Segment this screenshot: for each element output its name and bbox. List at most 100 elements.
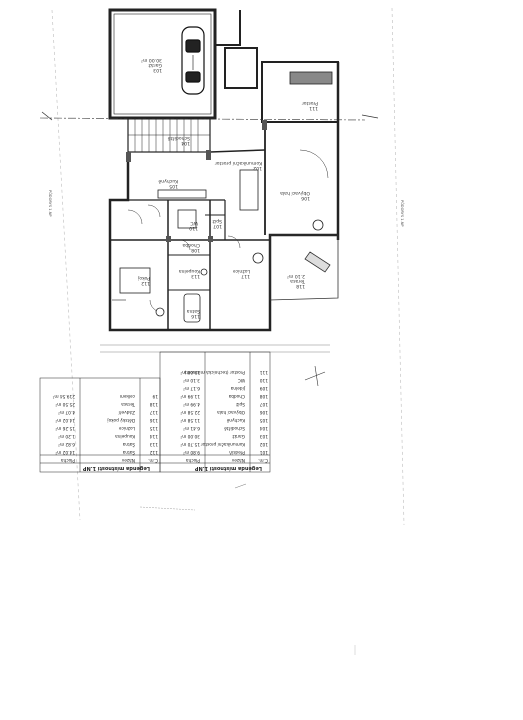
legend-table-1-cell-name: Obývací hala xyxy=(217,409,245,414)
room-area: 2.10 m² xyxy=(286,273,305,278)
room-number: 102 xyxy=(253,165,262,170)
legend-table-1-title: Legenda místností 1.NP xyxy=(194,465,262,471)
legend-table-2-cell-num: 117 xyxy=(149,409,158,414)
room-name: Garáž xyxy=(148,62,163,67)
room-name: Terasa xyxy=(290,278,305,283)
legend-table-2-header-name: Název xyxy=(121,457,135,462)
legend-table-1-cell-name: Schodiště xyxy=(224,425,245,430)
legend-table-1-cell-name: Jídelna xyxy=(230,385,245,390)
legend-table-1-cell-area: 11.99 m² xyxy=(180,393,200,398)
legend-table-2-header-num: Č.m. xyxy=(148,457,158,462)
legend-table-2-cell-num: 115 xyxy=(149,425,158,430)
room-name: WC xyxy=(190,220,198,225)
legend-table-1-cell-area: 4.99 m² xyxy=(183,401,200,406)
legend-table-2-cell-area: 25.50 m² xyxy=(55,401,75,406)
legend-table-2-cell-name: Šatna xyxy=(122,449,135,454)
room-number: 105 xyxy=(169,183,178,188)
legend-table-2-cell-num: 114 xyxy=(149,433,158,438)
legend-table-1-cell-area: 11.58 m² xyxy=(180,417,200,422)
legend-table-2-title: Legenda místností 1.NP xyxy=(82,465,150,471)
legend-table-2-cell-num: 118 xyxy=(149,401,158,406)
legend-table-2-cell-area: 14.02 m² xyxy=(55,417,75,422)
legend-table-1-cell-num: 110 xyxy=(259,377,268,382)
legend-table-1-header-name: Název xyxy=(231,457,245,462)
legend-table-1-cell-num: 109 xyxy=(259,385,268,390)
compass-icon xyxy=(304,365,326,387)
terrace xyxy=(269,234,339,301)
staircase xyxy=(127,117,211,153)
room-name: Šatna xyxy=(186,308,200,313)
car-icon xyxy=(181,26,205,95)
legend-table-2-cell-name: Zádveří xyxy=(118,409,135,414)
room-label-terrace: 118 Terasa 2.10 m² xyxy=(287,273,305,288)
room-number: 107 xyxy=(213,223,222,228)
legend-table-2-header-area: Plocha xyxy=(60,457,75,462)
legend-table-1-cell-name: Komunikační prostor xyxy=(200,441,245,446)
room-label-pantry: 107 Spíž xyxy=(212,218,222,228)
room-label-storage: 111 Prostor xyxy=(302,100,318,110)
room-name: Kuchyně xyxy=(158,178,178,183)
room-number: 104 xyxy=(181,140,190,145)
room-label-bedroom: 117 Ložnice xyxy=(233,268,250,278)
legend-table-1-cell-area: 9.80 m² xyxy=(183,449,200,454)
legend-table-1-cell-num: 101 xyxy=(259,449,268,454)
room-name: Pokoj xyxy=(138,275,150,280)
room-number: 118 xyxy=(296,283,305,288)
room-name: Spíž xyxy=(212,218,222,223)
legend-table-1-cell-area: 15.70 m² xyxy=(180,441,200,446)
legend-table-1-cell-area: 3.10 m² xyxy=(183,377,200,382)
room-label-room: 112 Pokoj xyxy=(138,275,150,285)
legend-table-1-cell-area: 13.00 m² xyxy=(180,369,200,374)
legend-table-2-cell-area: 4.07 m² xyxy=(58,409,75,414)
legend-table-1-cell-num: 106 xyxy=(259,409,268,414)
legend-table-2-cell-area: 14.02 m² xyxy=(55,449,75,454)
room-number: 106 xyxy=(301,195,310,200)
legend-table-2-frame xyxy=(39,377,161,473)
room-label-stairs: 104 Schodiště xyxy=(168,135,190,145)
legend-table-1-header-num: Č.m. xyxy=(258,457,268,462)
legend-table-1-cell-name: WC xyxy=(237,377,245,382)
legend-table-2-cell-name: celkem xyxy=(119,393,135,398)
legend-table-1-cell-area: 6.17 m² xyxy=(183,385,200,390)
legend-table-1-cell-num: 103 xyxy=(259,433,268,438)
legend-table-1-cell-num: 107 xyxy=(259,401,268,406)
legend-table-1-cell-num: 105 xyxy=(259,417,268,422)
legend-table-2-cell-area: 1.20 m² xyxy=(58,433,75,438)
room-label-kitchen: 105 Kuchyně xyxy=(158,178,178,188)
legend-table-1-cell-num: 104 xyxy=(259,425,268,430)
room-number: 117 xyxy=(241,273,250,278)
legend-table-2-cell-num: 19 xyxy=(152,393,158,398)
room-label-garage: 103 Garáž 30.00 m² xyxy=(141,57,162,72)
room-name: Komunikační prostor xyxy=(214,160,262,165)
legend-table-2-cell-name: Šatna xyxy=(122,441,135,446)
side-label-left: PŮDORYS 1.NP xyxy=(48,190,52,217)
room-name: Chodba xyxy=(182,242,200,247)
room-label-living: 106 Obývací hala xyxy=(280,190,310,200)
legend-table-2-cell-num: 116 xyxy=(149,417,158,422)
legend-table-1-cell-num: 108 xyxy=(259,393,268,398)
legend-table-1-cell-name: Chodba xyxy=(228,393,245,398)
legend-table-1-cell-name: Spíž xyxy=(236,401,245,406)
legend-table-1-cell-area: 22.58 m² xyxy=(180,409,200,414)
room-label-hall: 102 Komunikační prostor xyxy=(215,160,262,170)
room-name: Schodiště xyxy=(167,135,190,140)
room-number: 112 xyxy=(141,280,150,285)
legend-table-2-cell-name: Koupelna xyxy=(115,433,135,438)
room-number: 110 xyxy=(189,225,198,230)
room-area: 30.00 m² xyxy=(141,57,162,62)
legend-table-1-cell-name: Kuchyně xyxy=(226,417,245,422)
room-number: 116 xyxy=(191,313,200,318)
room-number: 103 xyxy=(153,67,162,72)
room-label-wardrobe: 116 Šatna xyxy=(187,308,200,318)
room-number: 113 xyxy=(191,273,200,278)
room-label-corridor: 108 Chodba xyxy=(182,242,200,252)
side-label-right: PŮDORYS 1.NP xyxy=(400,200,404,227)
legend-table-1-cell-area: 30.00 m² xyxy=(180,433,200,438)
legend-table-2-cell-name: Ložnice xyxy=(118,425,135,430)
legend-table-2-cell-name: Terasa xyxy=(121,401,135,406)
legend-table-2-cell-area: 15.26 m² xyxy=(55,425,75,430)
legend-table-2-cell-num: 112 xyxy=(149,449,158,454)
room-number: 111 xyxy=(309,105,318,110)
legend-table-2-cell-area: 6.82 m² xyxy=(58,441,75,446)
